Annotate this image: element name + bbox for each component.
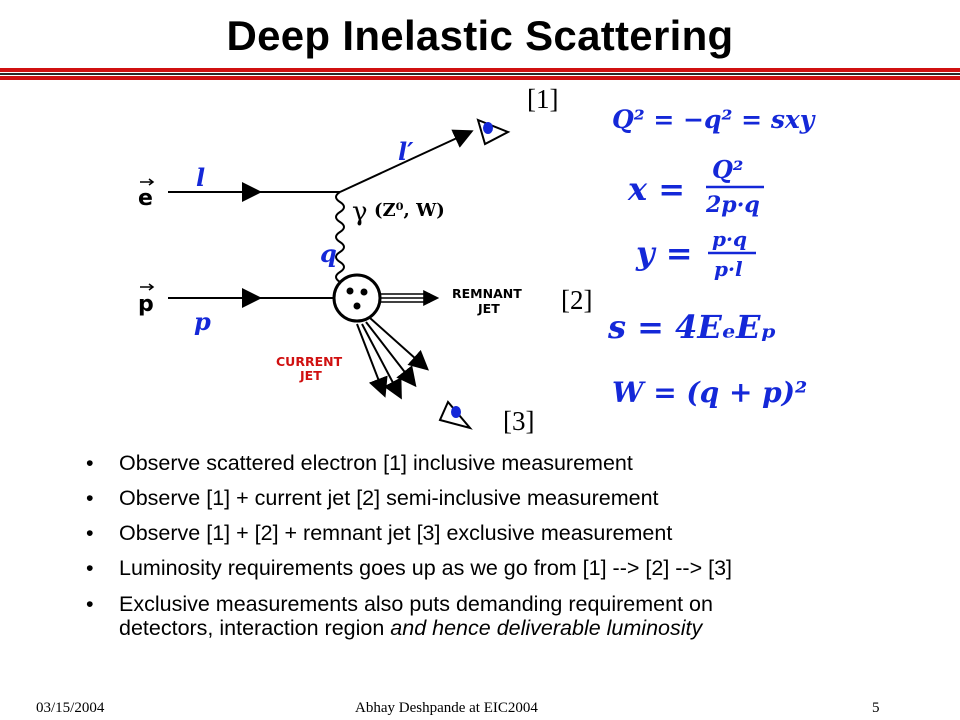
title-rule-red-bottom xyxy=(0,76,960,80)
formula-x-den: 2p·q xyxy=(705,192,760,218)
proton-label: p xyxy=(138,292,154,317)
bullet-5-line-2-italic: and hence deliverable luminosity xyxy=(390,616,703,640)
bullet-list: Observe scattered electron [1] inclusive… xyxy=(86,452,906,652)
slide-title: Deep Inelastic Scattering xyxy=(226,12,734,59)
l-prime-label: l′ xyxy=(398,137,414,166)
hadron-blob xyxy=(332,273,382,323)
bullet-item: Exclusive measurements also puts demandi… xyxy=(86,592,906,640)
formula-q2: Q² = −q² = sxy xyxy=(612,105,816,134)
formula-s: s = 4EₑEₚ xyxy=(607,308,776,346)
formula-x-num: Q² xyxy=(712,155,743,184)
title-rule-red-top xyxy=(0,68,960,72)
gamma-label: γ xyxy=(352,197,368,227)
ref-3: [3] xyxy=(503,406,535,436)
electron-label: e xyxy=(138,186,153,211)
current-jet-line-3 xyxy=(361,323,402,400)
z-w-label: (Z⁰, W) xyxy=(374,200,445,221)
dis-diagram: e p l l′ γ (Z⁰, W) q p REMNANT JET CURRE… xyxy=(138,105,816,430)
l-label: l xyxy=(196,163,205,192)
remnant-label: REMNANT xyxy=(452,286,522,301)
formula-x-lhs: x = xyxy=(627,170,685,208)
scattered-electron-line xyxy=(339,129,474,193)
detector-eye-2-icon xyxy=(438,400,473,430)
footer-page-number: 5 xyxy=(872,700,880,716)
current-jet-line-2 xyxy=(365,321,417,388)
p-label: p xyxy=(194,307,211,336)
bullet-5-line-1: Exclusive measurements also puts demandi… xyxy=(119,592,713,616)
footer-author: Abhay Deshpande at EIC2004 xyxy=(355,700,538,716)
current-label: CURRENT xyxy=(276,354,343,369)
ref-2: [2] xyxy=(561,285,593,315)
bullet-item: Observe [1] + current jet [2] semi-inclu… xyxy=(86,487,906,511)
formula-y-num: p·q xyxy=(712,227,747,251)
footer-date: 03/15/2004 xyxy=(36,700,105,716)
bullet-5-line-2: detectors, interaction region xyxy=(119,616,391,640)
current-jet-line-1 xyxy=(369,317,429,371)
q-label: q xyxy=(320,239,337,268)
remnant-jet-label: JET xyxy=(477,301,500,316)
bullet-item: Observe scattered electron [1] inclusive… xyxy=(86,452,906,476)
title-rule-dark xyxy=(0,73,960,75)
ref-1: [1] xyxy=(527,84,559,114)
formula-y-den: p·l xyxy=(714,257,743,281)
formula-w: W = (q + p)² xyxy=(612,376,807,409)
current-jet-label: JET xyxy=(299,368,322,383)
formula-y-lhs: y = xyxy=(635,234,693,272)
bullet-item: Luminosity requirements goes up as we go… xyxy=(86,557,906,581)
detector-eye-1-icon xyxy=(476,118,511,146)
current-jet-line-4 xyxy=(356,323,388,398)
bullet-item: Observe [1] + [2] + remnant jet [3] excl… xyxy=(86,522,906,546)
